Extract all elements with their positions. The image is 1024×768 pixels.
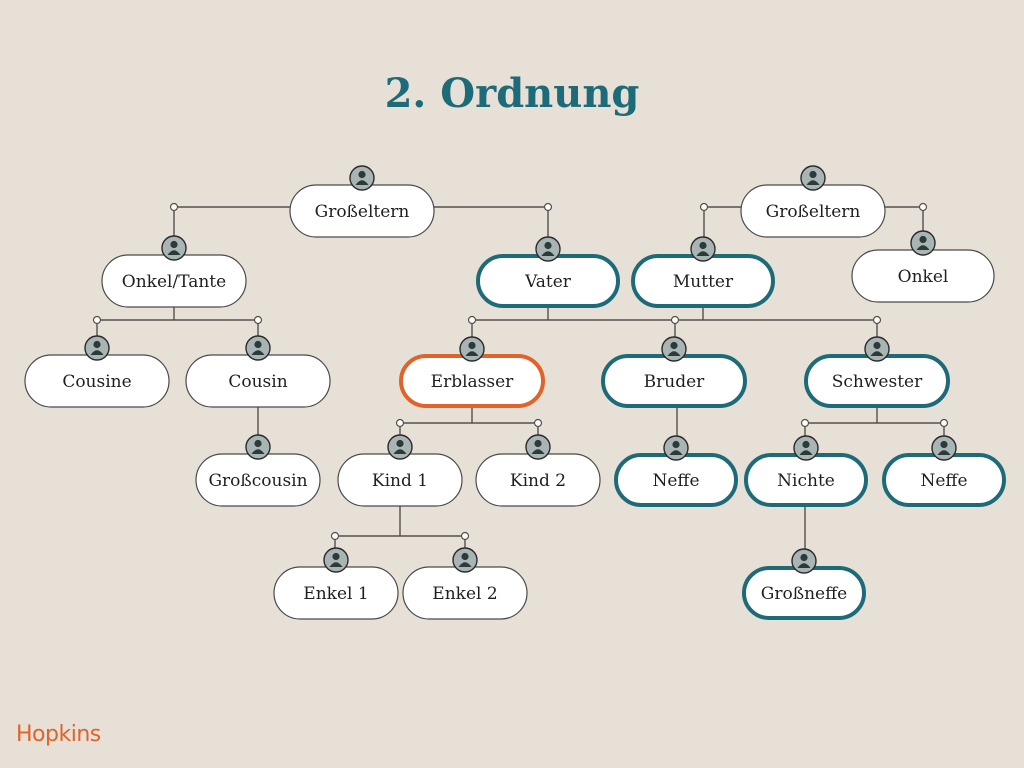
- node-label: Kind 2: [510, 471, 566, 491]
- junction-dot: [670, 315, 680, 325]
- node-enkel2: Enkel 2: [402, 566, 528, 620]
- person-icon: [459, 336, 485, 362]
- person-icon: [452, 547, 478, 573]
- person-icon: [791, 548, 817, 574]
- junction-dot: [467, 315, 477, 325]
- node-enkel1: Enkel 1: [273, 566, 399, 620]
- node-grosseltern-right: Großeltern: [740, 184, 886, 238]
- person-icon: [793, 435, 819, 461]
- node-neffe-bruder: Neffe: [614, 453, 738, 507]
- node-label: Enkel 2: [432, 584, 497, 604]
- node-label: Neffe: [652, 471, 699, 491]
- node-kind1: Kind 1: [337, 453, 463, 507]
- person-icon: [800, 165, 826, 191]
- person-icon: [690, 236, 716, 262]
- person-icon: [349, 165, 375, 191]
- person-icon: [931, 435, 957, 461]
- person-icon: [535, 236, 561, 262]
- node-label: Großcousin: [208, 471, 307, 491]
- person-icon: [161, 235, 187, 261]
- person-icon: [245, 434, 271, 460]
- junction-dot: [330, 531, 340, 541]
- node-label: Nichte: [777, 471, 835, 491]
- node-cousin: Cousin: [185, 354, 331, 408]
- junction-dot: [460, 531, 470, 541]
- node-label: Erblasser: [431, 372, 514, 392]
- node-label: Bruder: [644, 372, 706, 392]
- person-icon: [663, 435, 689, 461]
- junction-dot: [918, 202, 928, 212]
- node-label: Mutter: [673, 272, 734, 292]
- node-vater: Vater: [476, 254, 620, 308]
- junction-dot: [169, 202, 179, 212]
- brand-logo: Hopkins: [16, 722, 101, 747]
- person-icon: [910, 230, 936, 256]
- person-icon: [245, 335, 271, 361]
- node-label: Neffe: [920, 471, 967, 491]
- junction-dot: [543, 202, 553, 212]
- page-title: 2. Ordnung: [385, 70, 640, 117]
- person-icon: [661, 336, 687, 362]
- node-grosseltern-left: Großeltern: [289, 184, 435, 238]
- person-icon: [864, 336, 890, 362]
- node-neffe-schwester: Neffe: [882, 453, 1006, 507]
- node-grossneffe: Großneffe: [742, 566, 866, 620]
- node-label: Enkel 1: [303, 584, 368, 604]
- node-label: Kind 1: [372, 471, 428, 491]
- node-label: Onkel/Tante: [122, 272, 226, 292]
- node-bruder: Bruder: [601, 354, 747, 408]
- node-label: Cousin: [228, 372, 287, 392]
- node-label: Großeltern: [766, 202, 861, 222]
- node-grosscousin: Großcousin: [195, 453, 321, 507]
- junction-dot: [699, 202, 709, 212]
- node-nichte: Nichte: [744, 453, 868, 507]
- junction-dot: [872, 315, 882, 325]
- node-kind2: Kind 2: [475, 453, 601, 507]
- junction-dot: [533, 418, 543, 428]
- node-label: Vater: [524, 272, 572, 292]
- node-mutter: Mutter: [631, 254, 775, 308]
- person-icon: [387, 434, 413, 460]
- node-label: Großneffe: [761, 584, 847, 604]
- junction-dot: [939, 418, 949, 428]
- node-label: Großeltern: [315, 202, 410, 222]
- node-onkel: Onkel: [851, 249, 995, 303]
- node-label: Onkel: [898, 267, 949, 287]
- node-onkel-tante: Onkel/Tante: [101, 254, 247, 308]
- person-icon: [525, 434, 551, 460]
- junction-dot: [92, 315, 102, 325]
- junction-dot: [253, 315, 263, 325]
- person-icon: [84, 335, 110, 361]
- node-cousine: Cousine: [24, 354, 170, 408]
- node-erblasser: Erblasser: [399, 354, 545, 408]
- node-label: Cousine: [62, 372, 131, 392]
- junction-dot: [800, 418, 810, 428]
- person-icon: [323, 547, 349, 573]
- node-label: Schwester: [832, 372, 923, 392]
- node-schwester: Schwester: [804, 354, 950, 408]
- junction-dot: [395, 418, 405, 428]
